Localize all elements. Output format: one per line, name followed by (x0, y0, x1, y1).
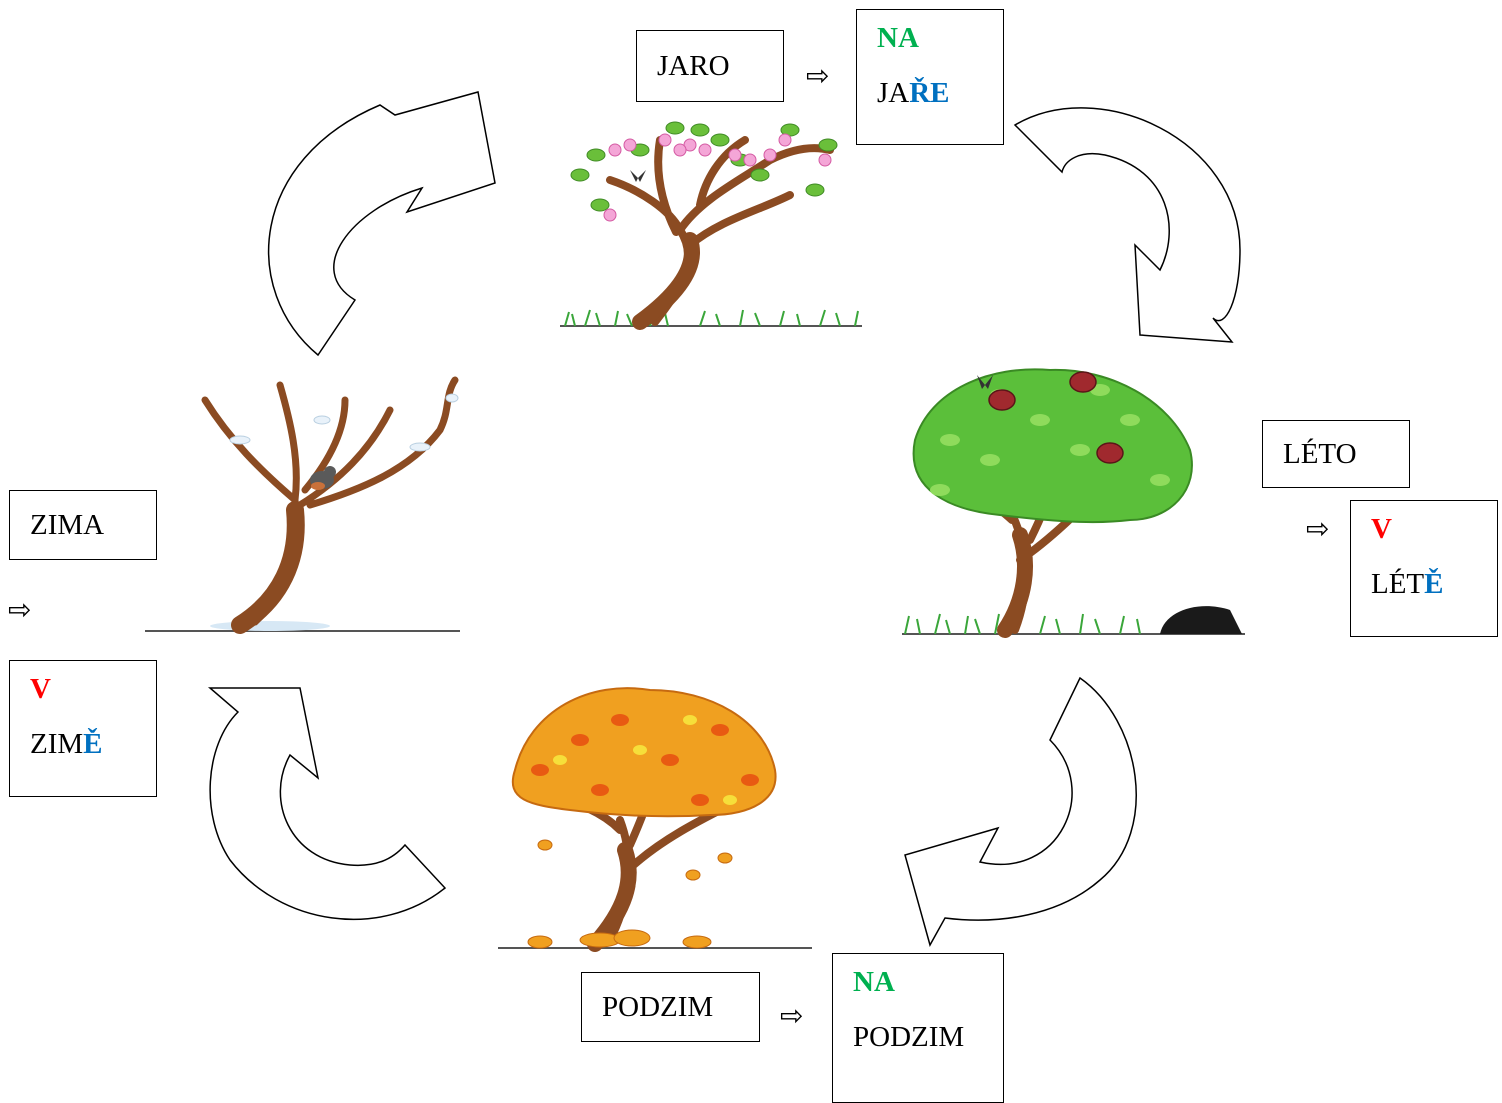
phrase-autumn-box: NA PODZIM (832, 953, 1004, 1103)
transform-arrow-spring: ⇨ (806, 59, 830, 92)
phrase-summer-box: V LÉTĚ (1350, 500, 1498, 637)
phrase-winter-preposition: V (30, 673, 51, 705)
cycle-arrow-winter-to-spring (267, 91, 496, 357)
phrase-spring-box: NA JAŘE (856, 9, 1004, 145)
phrase-spring-stem: JA (877, 77, 910, 109)
spring-tree-icon (560, 121, 862, 330)
season-autumn-name: PODZIM (602, 990, 714, 1023)
winter-tree-icon (145, 376, 460, 634)
phrase-winter-stem: ZIM (30, 728, 84, 760)
phrase-summer-preposition: V (1371, 513, 1392, 545)
butterfly-icon (630, 170, 646, 182)
phrase-autumn-word: PODZIM (853, 1023, 983, 1052)
cycle-arrow-autumn-to-winter (207, 687, 447, 921)
season-winter-name: ZIMA (30, 508, 105, 541)
butterfly-icon (977, 375, 993, 389)
phrase-spring-preposition: NA (877, 22, 919, 54)
season-spring-box: JARO (636, 30, 784, 102)
phrase-spring-word: JAŘE (877, 79, 983, 108)
summer-tree-icon (902, 368, 1245, 638)
phrase-autumn-preposition: NA (853, 966, 895, 998)
phrase-summer-stem: LÉT (1371, 568, 1425, 600)
phrase-spring-ending: ŘE (909, 77, 950, 109)
season-spring-name: JARO (657, 49, 730, 82)
phrase-summer-word: LÉTĚ (1371, 570, 1477, 599)
cycle-arrow-summer-to-autumn (904, 676, 1137, 947)
phrase-winter-ending: Ě (83, 728, 103, 760)
bird-icon (310, 466, 336, 490)
season-winter-box: ZIMA (9, 490, 157, 560)
phrase-winter-box: V ZIMĚ (9, 660, 157, 797)
phrase-winter-word: ZIMĚ (30, 730, 136, 759)
autumn-tree-icon (498, 687, 812, 952)
season-autumn-box: PODZIM (581, 972, 760, 1042)
transform-arrow-winter: ⇨ (8, 593, 32, 626)
cycle-arrow-spring-to-summer (1013, 107, 1241, 343)
season-summer-box: LÉTO (1262, 420, 1410, 488)
transform-arrow-summer: ⇨ (1306, 512, 1330, 545)
season-summer-name: LÉTO (1283, 437, 1357, 470)
transform-arrow-autumn: ⇨ (780, 999, 804, 1032)
phrase-autumn-stem: PODZIM (853, 1021, 965, 1053)
phrase-summer-ending: Ě (1424, 568, 1444, 600)
